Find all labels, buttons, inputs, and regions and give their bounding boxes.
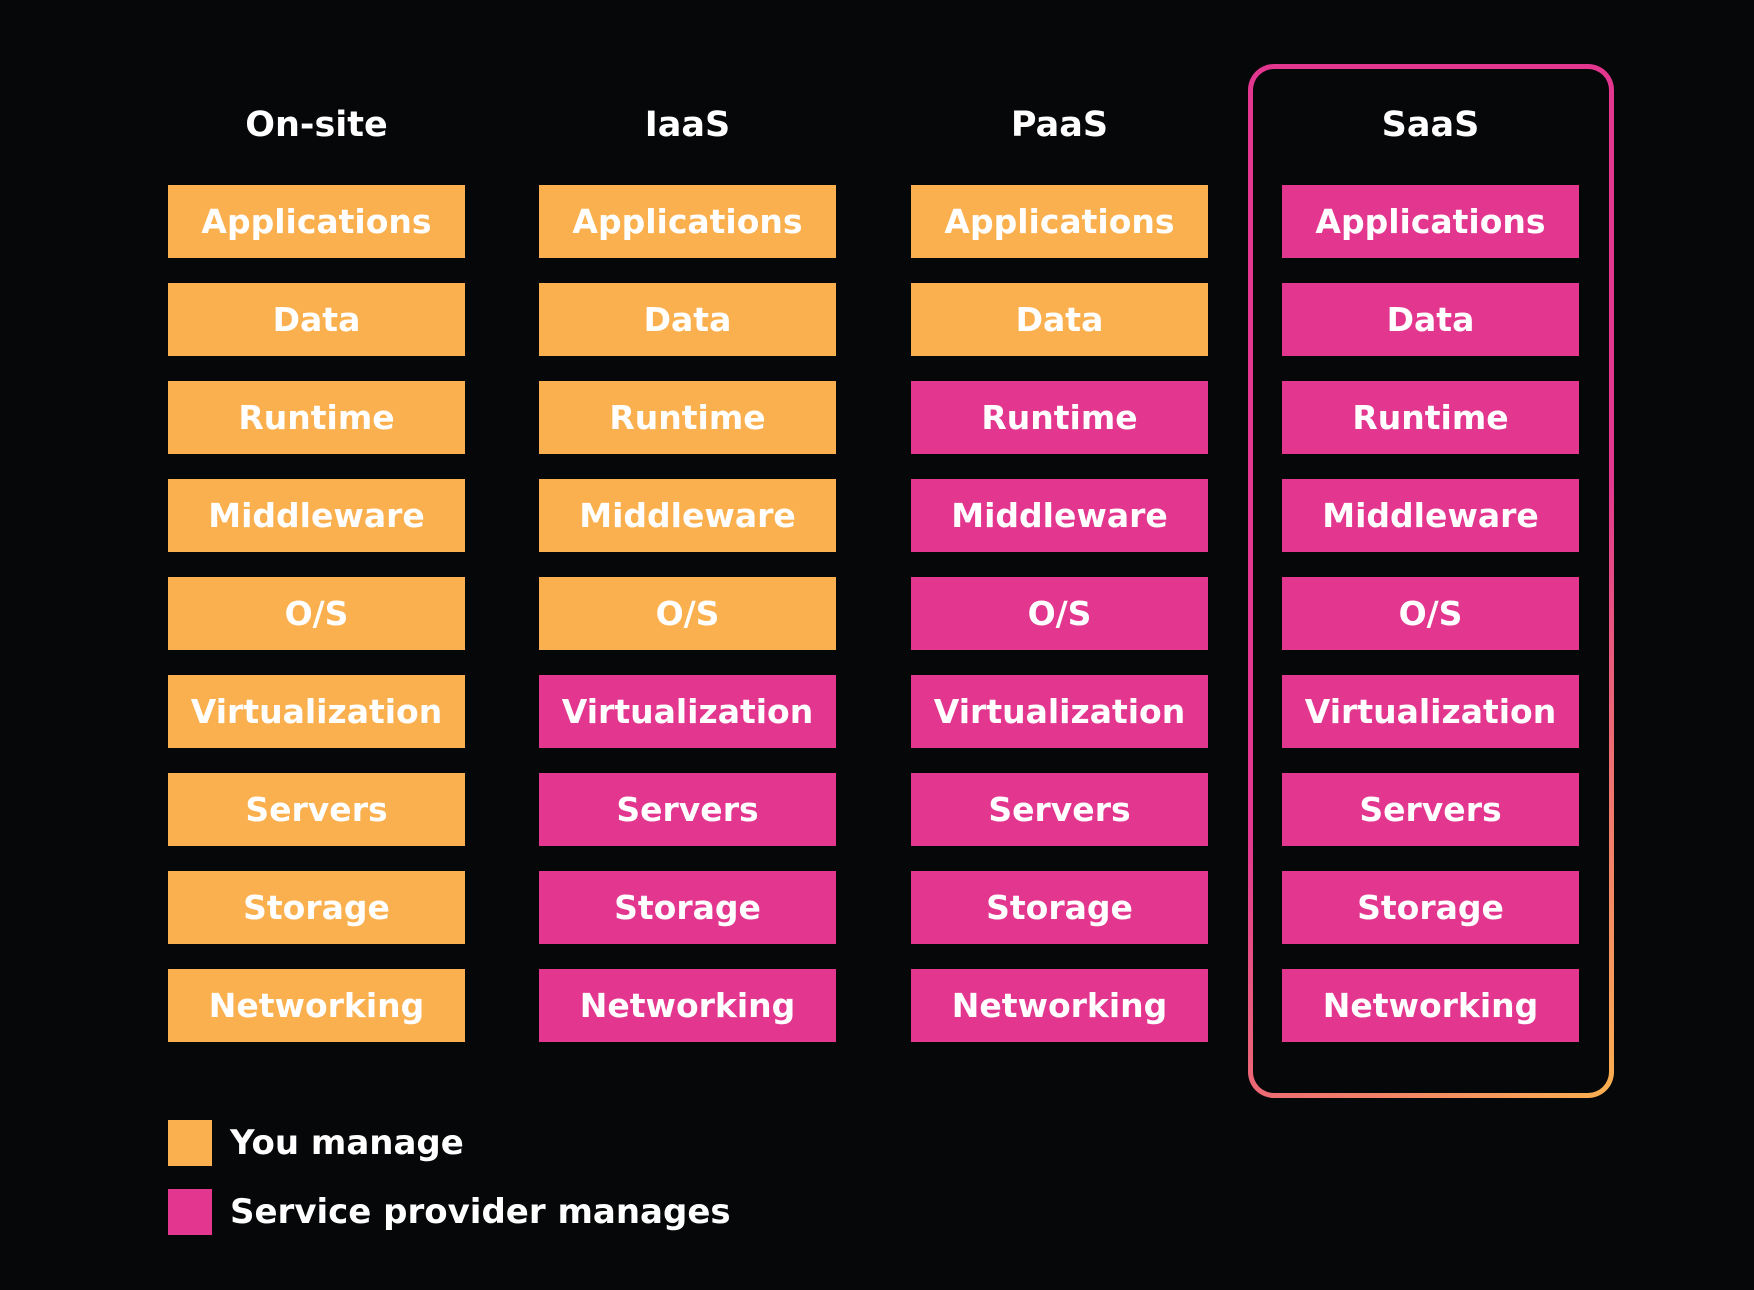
column-title: On-site: [245, 105, 388, 145]
layer-os: O/S: [168, 577, 465, 650]
legend-you-manage: You manage: [168, 1120, 464, 1166]
layer-networking: Networking: [539, 969, 836, 1042]
layer-virtualization: Virtualization: [911, 675, 1208, 748]
layer-os: O/S: [911, 577, 1208, 650]
layer-storage: Storage: [539, 871, 836, 944]
layer-data: Data: [168, 283, 465, 356]
layer-applications: Applications: [168, 185, 465, 258]
column-title: SaaS: [1381, 105, 1480, 145]
layer-servers: Servers: [1282, 773, 1579, 846]
layer-os: O/S: [1282, 577, 1579, 650]
layer-networking: Networking: [168, 969, 465, 1042]
layer-middleware: Middleware: [539, 479, 836, 552]
layer-storage: Storage: [911, 871, 1208, 944]
layer-applications: Applications: [911, 185, 1208, 258]
layer-data: Data: [539, 283, 836, 356]
legend-label: Service provider manages: [230, 1192, 731, 1232]
layer-runtime: Runtime: [1282, 381, 1579, 454]
layer-networking: Networking: [911, 969, 1208, 1042]
layer-storage: Storage: [1282, 871, 1579, 944]
layer-runtime: Runtime: [168, 381, 465, 454]
layer-runtime: Runtime: [911, 381, 1208, 454]
layer-middleware: Middleware: [168, 479, 465, 552]
column-title: PaaS: [1010, 105, 1109, 145]
layer-virtualization: Virtualization: [168, 675, 465, 748]
layer-servers: Servers: [539, 773, 836, 846]
layer-virtualization: Virtualization: [539, 675, 836, 748]
layer-runtime: Runtime: [539, 381, 836, 454]
legend-swatch-you: [168, 1120, 212, 1166]
column-title: IaaS: [644, 105, 731, 145]
layer-applications: Applications: [539, 185, 836, 258]
legend-provider-manages: Service provider manages: [168, 1189, 731, 1235]
layer-storage: Storage: [168, 871, 465, 944]
layer-servers: Servers: [168, 773, 465, 846]
layer-middleware: Middleware: [911, 479, 1208, 552]
layer-servers: Servers: [911, 773, 1208, 846]
layer-virtualization: Virtualization: [1282, 675, 1579, 748]
layer-data: Data: [1282, 283, 1579, 356]
legend-swatch-provider: [168, 1189, 212, 1235]
legend-label: You manage: [230, 1123, 464, 1163]
layer-middleware: Middleware: [1282, 479, 1579, 552]
layer-os: O/S: [539, 577, 836, 650]
layer-data: Data: [911, 283, 1208, 356]
layer-applications: Applications: [1282, 185, 1579, 258]
layer-networking: Networking: [1282, 969, 1579, 1042]
